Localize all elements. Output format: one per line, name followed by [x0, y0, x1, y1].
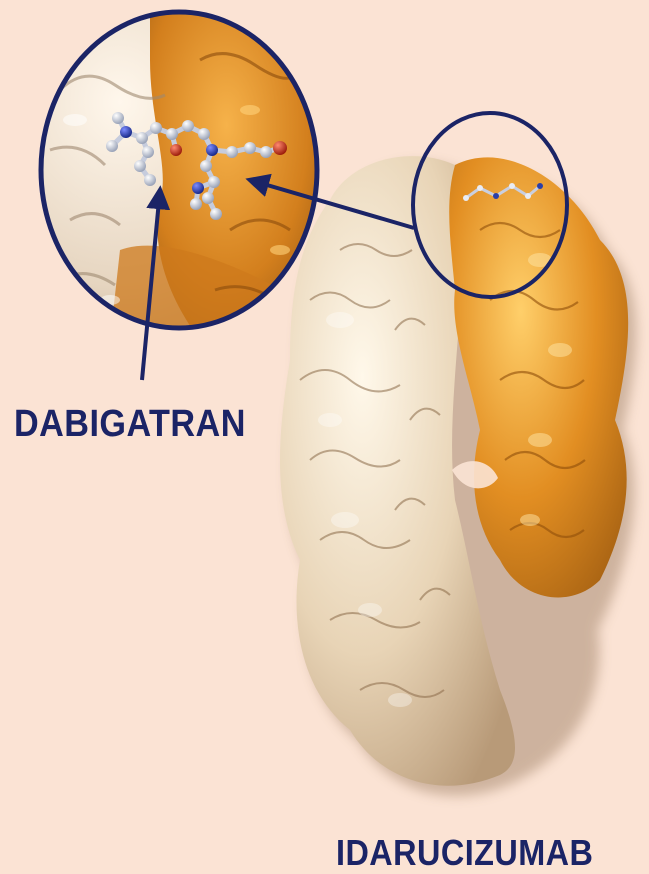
dabigatran-label: DABIGATRAN: [14, 403, 246, 446]
protein-surface: [280, 156, 636, 796]
idarucizumab-label: IDARUCIZUMAB: [336, 832, 593, 874]
magnified-inset: [30, 0, 330, 340]
